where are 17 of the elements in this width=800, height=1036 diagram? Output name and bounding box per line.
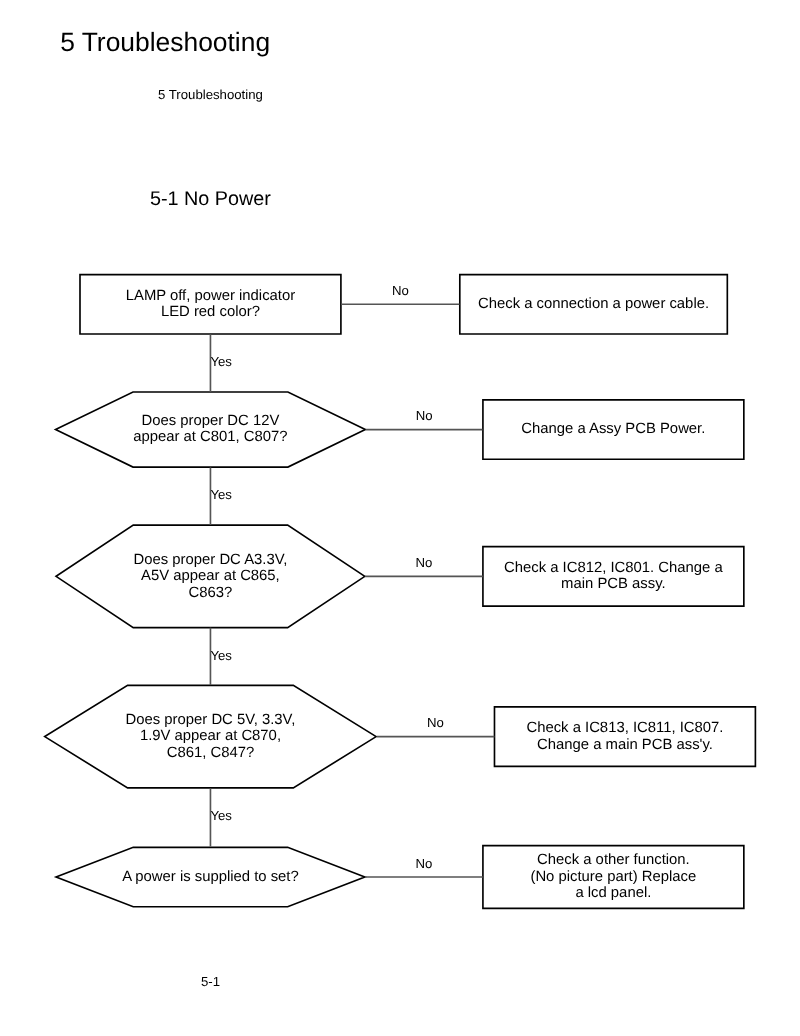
label: 5-1 No Power <box>149 189 271 212</box>
connector <box>209 787 212 848</box>
connector <box>209 333 212 393</box>
connector <box>364 876 484 878</box>
node-box: LAMP off, power indicator LED red color? <box>79 273 342 335</box>
node-box: Check a IC813, IC811, IC807. Change a main PCB ass'y. <box>493 706 757 768</box>
connector <box>340 303 461 306</box>
node-box: Check a other function. (No picture part) Replace a lcd panel. <box>482 844 745 910</box>
node-box: Check a connection a power cable. <box>458 273 729 335</box>
connector <box>364 428 484 431</box>
connector <box>209 466 212 526</box>
connector <box>375 735 496 738</box>
connector <box>364 575 484 578</box>
node-box: Change a Assy PCB Power. <box>482 399 745 461</box>
connector <box>209 626 212 686</box>
diagram-title: 5 Troubleshooting <box>60 27 271 58</box>
node-box: Check a IC812, IC801. Change a main PCB assy. <box>482 545 745 607</box>
